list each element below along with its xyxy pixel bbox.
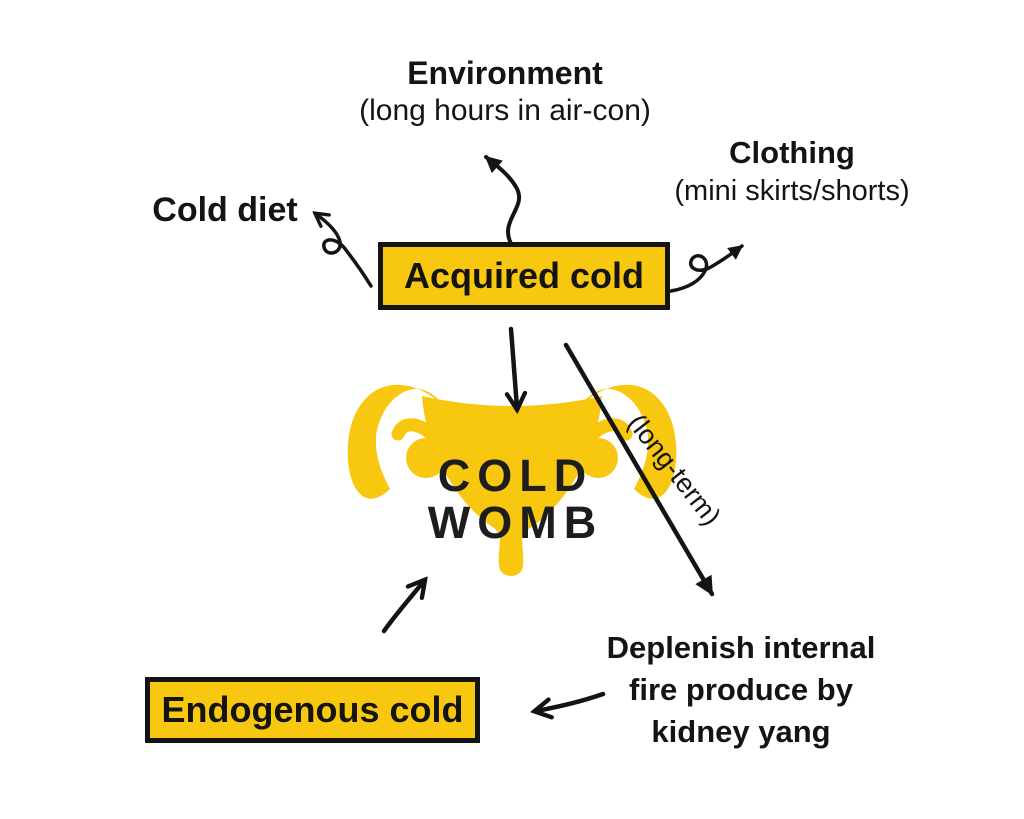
clothing-subtitle: (mini skirts/shorts) [674, 175, 910, 207]
arrow-endogenous-to-womb [381, 581, 424, 634]
cold-womb-title: COLD WOMB [421, 452, 603, 546]
arrow-acquired-to-clothing [669, 244, 744, 293]
cold-womb-word1: COLD [437, 450, 594, 501]
environment-subtitle: (long hours in air-con) [359, 94, 651, 127]
arrow-acquired-to-cold-diet [316, 214, 373, 288]
clothing-node: Clothing (mini skirts/shorts) [674, 134, 909, 210]
left-ovary-tail [391, 418, 444, 449]
arrow-deplenish-to-endogenous [536, 691, 606, 711]
arrow-acquired-to-womb [511, 326, 517, 408]
environment-title: Environment [407, 55, 603, 91]
deplenish-line3: kidney yang [651, 714, 831, 749]
arrow-acquired-to-environment [484, 155, 522, 249]
clothing-title: Clothing [729, 135, 855, 170]
cold-diet-label: Cold diet [152, 191, 298, 229]
deplenish-node: Deplenish internal fire produce by kidne… [607, 627, 876, 753]
environment-node: Environment (long hours in air-con) [359, 54, 651, 130]
acquired-cold-box: Acquired cold [378, 242, 670, 310]
deplenish-line1: Deplenish internal [606, 630, 876, 665]
endogenous-cold-box: Endogenous cold [145, 677, 480, 743]
deplenish-line2: fire produce by [629, 672, 853, 707]
long-term-note: (long-term) [621, 408, 727, 531]
cold-womb-word2: WOMB [427, 497, 604, 548]
